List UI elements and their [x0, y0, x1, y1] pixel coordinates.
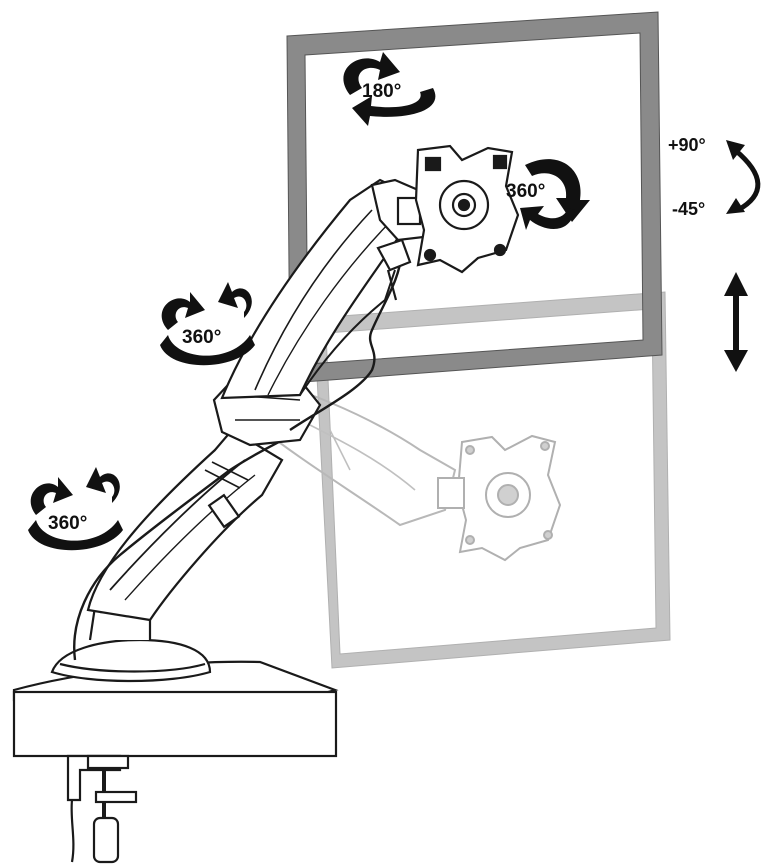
clamp: [66, 754, 138, 864]
tilt-down-label: -45°: [672, 199, 706, 219]
tilt-arrow-icon: [726, 140, 761, 214]
ghost-monitor-frame: [313, 291, 671, 669]
rotation-180-arrow-icon: [343, 52, 436, 126]
lower-arm: [73, 428, 301, 661]
upper-arm: [220, 178, 422, 431]
desk-edge: [12, 690, 338, 758]
ghost-tilt-joint: [437, 477, 465, 509]
ghost-arm-detail: [299, 419, 416, 491]
rotation-360-vesa-arrow-icon: [520, 159, 590, 230]
rotation-180-label: 180°: [362, 81, 402, 102]
swivel-360-base-label: 360°: [48, 513, 88, 534]
ghost-monitor-position: [238, 291, 671, 669]
height-adjustment-arrow-icon: [724, 272, 748, 372]
swivel-360-base-arrow-icon: [28, 467, 123, 551]
swivel-360-elbow-arrow-icon: [160, 282, 255, 366]
ghost-vesa-plate: [456, 434, 562, 562]
vesa-plate: [414, 144, 520, 274]
desk: [12, 660, 339, 758]
rotation-360-vesa-label: 360°: [506, 181, 546, 202]
tilt-up-label: +90°: [668, 135, 706, 155]
swivel-360-elbow-label: 360°: [182, 327, 222, 348]
